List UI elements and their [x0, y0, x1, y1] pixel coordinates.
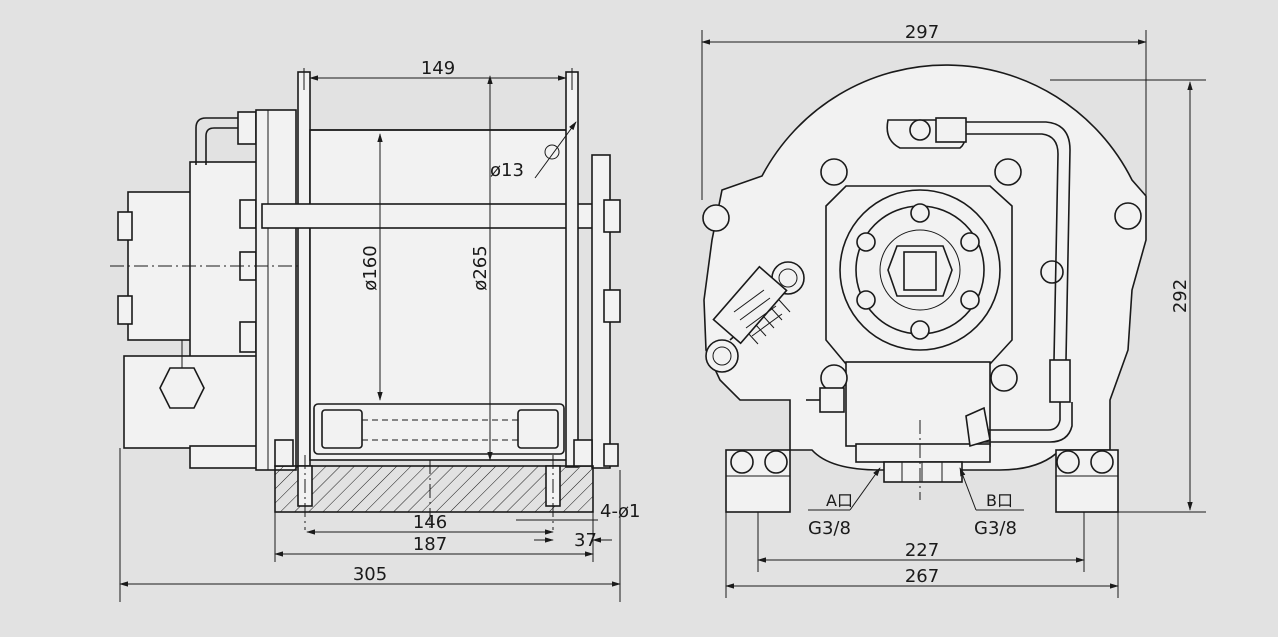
dim-305: 305 [353, 564, 387, 585]
valve-bottom [189, 445, 261, 469]
tie-rod [261, 203, 605, 229]
valve-nut [159, 367, 205, 409]
dim-d160: ø160 [360, 245, 381, 290]
dim-149: 149 [421, 58, 455, 79]
dim-267: 267 [905, 566, 939, 587]
dim-d265: ø265 [470, 245, 491, 290]
dim-d13: ø13 [490, 160, 524, 181]
port-a-thread: G3/8 [808, 518, 851, 539]
dim-187: 187 [413, 534, 447, 555]
side-view [110, 71, 621, 530]
dim-37: 37 [574, 530, 597, 551]
left-flange [255, 109, 297, 471]
port-a-label: A口 [826, 491, 853, 510]
dim-292: 292 [1170, 279, 1191, 313]
flange-bolts [856, 203, 980, 340]
port-b-label: B口 [986, 491, 1013, 510]
rope-guide [313, 403, 565, 455]
hydraulic-pipe [966, 121, 1071, 361]
dim-297: 297 [905, 22, 939, 43]
spring [705, 261, 805, 373]
motor-bolts [117, 111, 257, 353]
side-view-dimensions: 149 ø13 ø160 ø265 146 187 37 4-ø1 305 [119, 58, 640, 602]
hex-shaft [887, 245, 953, 297]
front-view-dimensions: 297 292 227 267 A口 G3/8 B口 G3/8 [701, 22, 1206, 598]
base-plate [274, 465, 594, 513]
dim-227: 227 [905, 540, 939, 561]
drum-right-plate [565, 71, 579, 468]
dim-146: 146 [413, 512, 447, 533]
front-view [702, 64, 1147, 513]
drum-left-plate [297, 71, 311, 468]
port-b-thread: G3/8 [974, 518, 1017, 539]
lower-body [845, 361, 991, 447]
housing-bolts [702, 158, 1142, 474]
pipe [195, 117, 260, 165]
